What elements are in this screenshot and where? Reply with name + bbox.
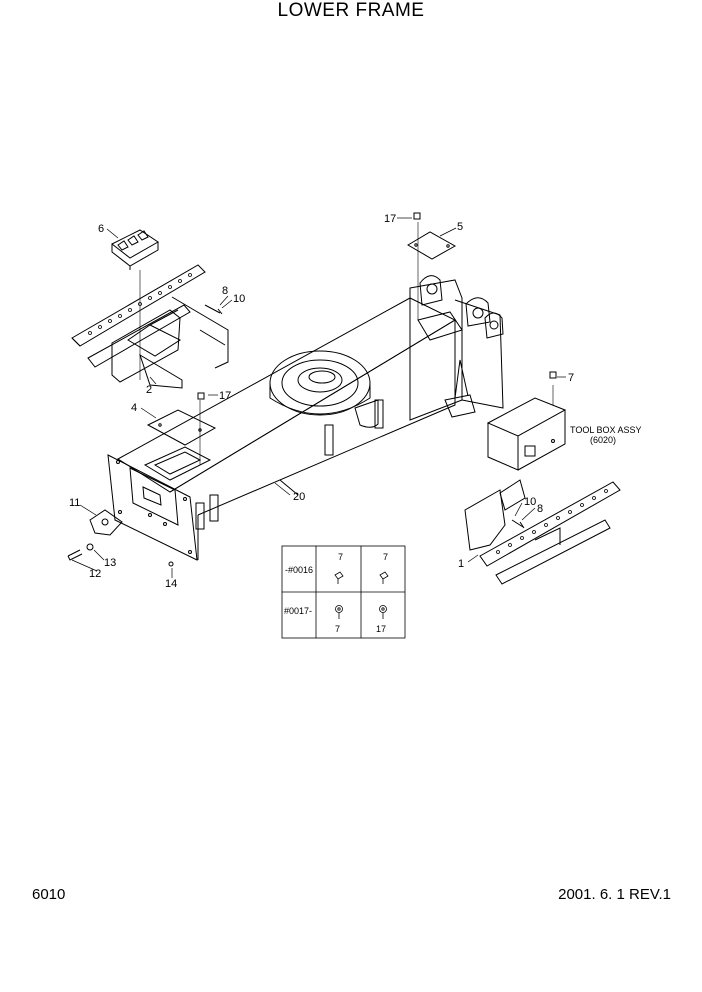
tool-box: [486, 385, 567, 471]
serial-row-1-col-1: 7: [338, 552, 343, 562]
callout-6: 6: [98, 223, 104, 235]
toolbox-label-line2: (6020): [590, 435, 616, 445]
bracket-and-fasteners: [67, 212, 557, 567]
callout-20: 20: [293, 491, 305, 503]
callout-8-right: 8: [537, 503, 543, 515]
callout-17-left: 17: [219, 390, 231, 402]
serial-row-1-col-2: 7: [383, 552, 388, 562]
callout-7: 7: [568, 372, 574, 384]
toolbox-label-line1: TOOL BOX ASSY: [570, 425, 642, 435]
lower-frame-body: [107, 275, 504, 561]
callout-11: 11: [69, 497, 80, 509]
part-5-cover: [407, 222, 457, 320]
callout-12: 12: [89, 568, 101, 580]
serial-row-2-col-1: 7: [335, 624, 340, 634]
callout-4: 4: [131, 402, 137, 414]
callout-5: 5: [457, 221, 463, 233]
part-6-plate: [111, 229, 159, 380]
callout-2: 2: [146, 384, 152, 396]
revision-date: 2001. 6. 1 REV.1: [558, 886, 671, 903]
callout-10-left: 10: [233, 293, 245, 305]
callout-labels: 6 17 5 7 8 10 2 4 17 20 11 13 12 14 10 8…: [69, 213, 642, 590]
swing-ring: [269, 350, 379, 428]
left-step-assembly: [71, 264, 229, 389]
callout-8-left: 8: [222, 285, 228, 297]
callout-10-right: 10: [524, 496, 536, 508]
serial-row-2-col-2: 17: [376, 624, 386, 634]
right-step-assembly: [464, 479, 621, 585]
part-4-cover: [146, 400, 217, 465]
leader-lines: [71, 217, 566, 578]
page-code: 6010: [32, 886, 66, 903]
callout-17-top: 17: [384, 213, 396, 225]
callout-14: 14: [165, 578, 177, 590]
callout-13: 13: [104, 557, 116, 569]
page-title: LOWER FRAME: [277, 0, 425, 21]
serial-row-2-label: #0017-: [284, 606, 312, 616]
serial-reference-table: -#0016 #0017- 7 7 7 17: [281, 545, 406, 639]
callout-1: 1: [458, 558, 464, 570]
serial-row-1-label: -#0016: [285, 565, 313, 575]
